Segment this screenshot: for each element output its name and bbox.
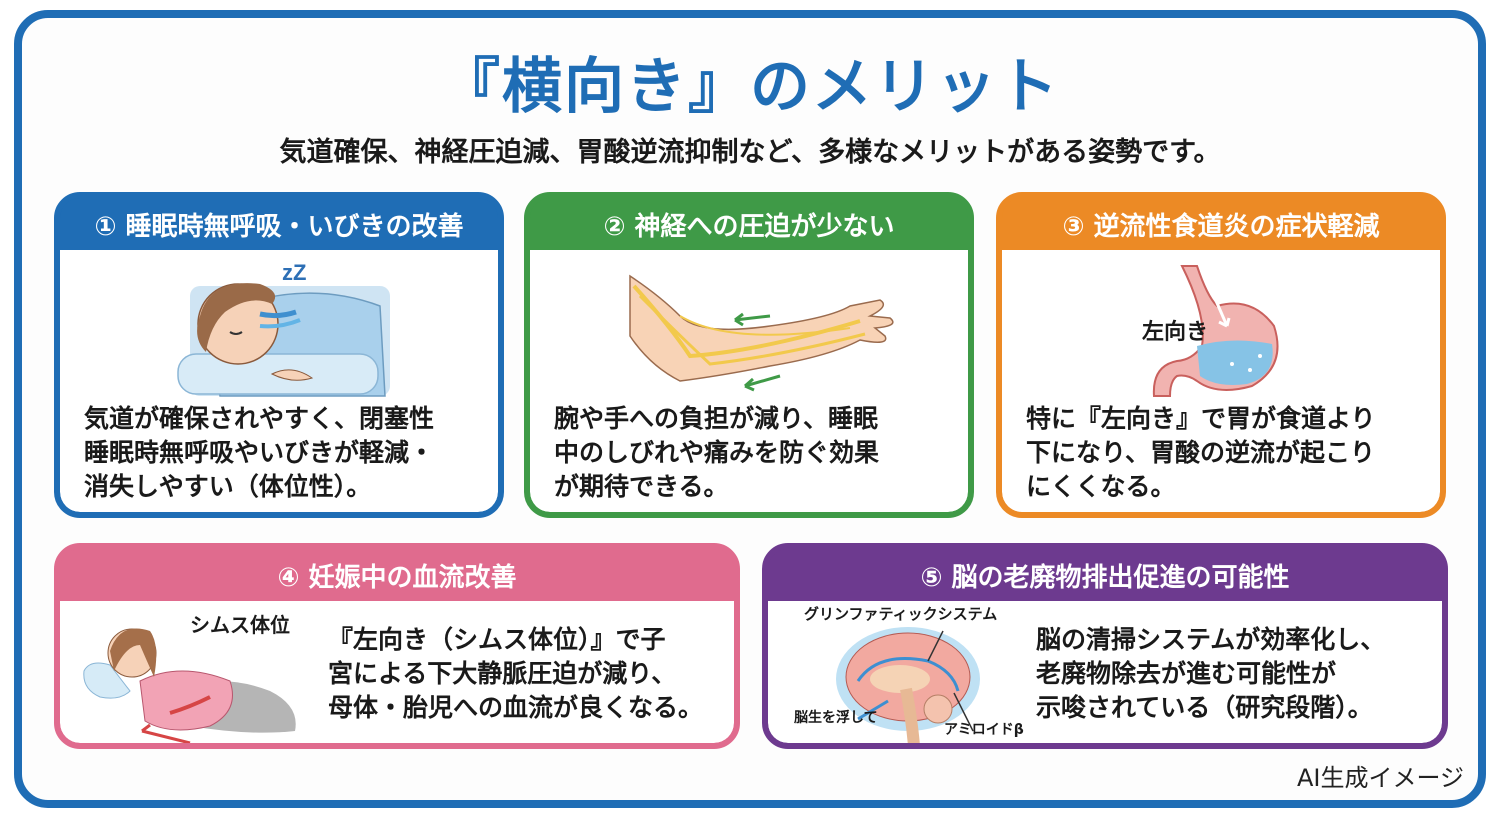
- card-nerve-pressure: ② 神経への圧迫が少ない 腕や手への負担が減り、睡眠 中のしびれや痛みを防ぐ効果…: [524, 192, 974, 518]
- description-line: 腕や手への負担が減り、睡眠: [554, 404, 879, 433]
- description-line: 脳の清掃システムが効率化し、: [1036, 625, 1386, 654]
- card-title: ② 神経への圧迫が少ない: [603, 211, 895, 242]
- illustration-label: グリンファティックシステム: [804, 605, 998, 623]
- description-line: 気道が確保されやすく、閉塞性: [84, 404, 435, 433]
- card-pregnancy: ④ 妊娠中の血流改善 シムス体位 『左向き（シムス体位）』で子 宮による下大静脈…: [54, 543, 740, 749]
- card-body: グリンファティックシステム 脳生を浮して アミロイドβ 脳の清掃システムが効率化…: [768, 601, 1442, 743]
- card-sleep-apnea: ① 睡眠時無呼吸・いびきの改善 zZ 気道が確保されやすく、閉塞性 睡眠時無呼吸…: [54, 192, 504, 518]
- card-title: ④ 妊娠中の血流改善: [277, 562, 517, 593]
- description-line: 睡眠時無呼吸やいびきが軽減・: [84, 438, 435, 467]
- ai-generated-note: AI生成イメージ: [1296, 764, 1464, 792]
- description-line: 宮による下大静脈圧迫が減り、: [328, 659, 677, 688]
- svg-text:zZ: zZ: [282, 260, 306, 285]
- card-description: 特に『左向き』で胃が食道より 下になり、胃酸の逆流が起こり にくくなる。: [1026, 402, 1430, 504]
- card-description: 気道が確保されやすく、閉塞性 睡眠時無呼吸やいびきが軽減・ 消失しやすい（体位性…: [84, 402, 488, 504]
- description-line: 『左向き（シムス体位）』で子: [328, 625, 666, 654]
- card-brain-waste: ⑤ 脳の老廃物排出促進の可能性 グリンファティックシステム 脳生を浮して アミロ…: [762, 543, 1448, 749]
- card-body: シムス体位 『左向き（シムス体位）』で子 宮による下大静脈圧迫が減り、 母体・胎…: [60, 601, 734, 743]
- card-body: zZ 気道が確保されやすく、閉塞性 睡眠時無呼吸やいびきが軽減・ 消失しやすい（…: [60, 250, 498, 512]
- card-reflux: ③ 逆流性食道炎の症状軽減 左向き 特に『左向き』で胃が食道より 下になり、胃酸…: [996, 192, 1446, 518]
- card-title: ③ 逆流性食道炎の症状軽減: [1062, 211, 1380, 242]
- illustration-label: 脳生を浮して: [794, 710, 878, 726]
- brain-icon: グリンファティックシステム 脳生を浮して アミロイドβ: [778, 601, 1028, 743]
- description-line: 中のしびれや痛みを防ぐ効果: [554, 438, 880, 467]
- card-body: 左向き 特に『左向き』で胃が食道より 下になり、胃酸の逆流が起こり にくくなる。: [1002, 250, 1440, 512]
- page-subtitle: 気道確保、神経圧迫減、胃酸逆流抑制など、多様なメリットがある姿勢です。: [279, 137, 1221, 168]
- pregnant-woman-icon: シムス体位: [70, 601, 320, 743]
- description-line: 下になり、胃酸の逆流が起こり: [1026, 438, 1376, 467]
- description-line: が期待できる。: [554, 472, 729, 501]
- description-line: 消失しやすい（体位性）。: [84, 472, 372, 501]
- sleeping-person-icon: zZ: [60, 256, 498, 402]
- description-line: 特に『左向き』で胃が食道より: [1026, 404, 1376, 433]
- illustration-label: 左向き: [1142, 320, 1209, 345]
- description-line: にくくなる。: [1026, 472, 1176, 501]
- card-title: ① 睡眠時無呼吸・いびきの改善: [94, 211, 464, 242]
- description-line: 示唆されている（研究段階）。: [1036, 693, 1373, 722]
- card-description: 『左向き（シムス体位）』で子 宮による下大静脈圧迫が減り、 母体・胎児への血流が…: [328, 623, 724, 725]
- page-title: 『横向き』のメリット: [440, 52, 1060, 122]
- description-line: 老廃物除去が進む可能性が: [1036, 659, 1337, 688]
- illustration-label: アミロイドβ: [944, 722, 1024, 738]
- arm-nerves-icon: [530, 256, 968, 402]
- card-title: ⑤ 脳の老廃物排出促進の可能性: [920, 562, 1290, 593]
- stomach-icon: 左向き: [1002, 256, 1440, 402]
- illustration-label: シムス体位: [190, 613, 290, 637]
- card-description: 脳の清掃システムが効率化し、 老廃物除去が進む可能性が 示唆されている（研究段階…: [1036, 623, 1432, 725]
- card-description: 腕や手への負担が減り、睡眠 中のしびれや痛みを防ぐ効果 が期待できる。: [554, 402, 958, 504]
- card-body: 腕や手への負担が減り、睡眠 中のしびれや痛みを防ぐ効果 が期待できる。: [530, 250, 968, 512]
- description-line: 母体・胎児への血流が良くなる。: [328, 693, 704, 722]
